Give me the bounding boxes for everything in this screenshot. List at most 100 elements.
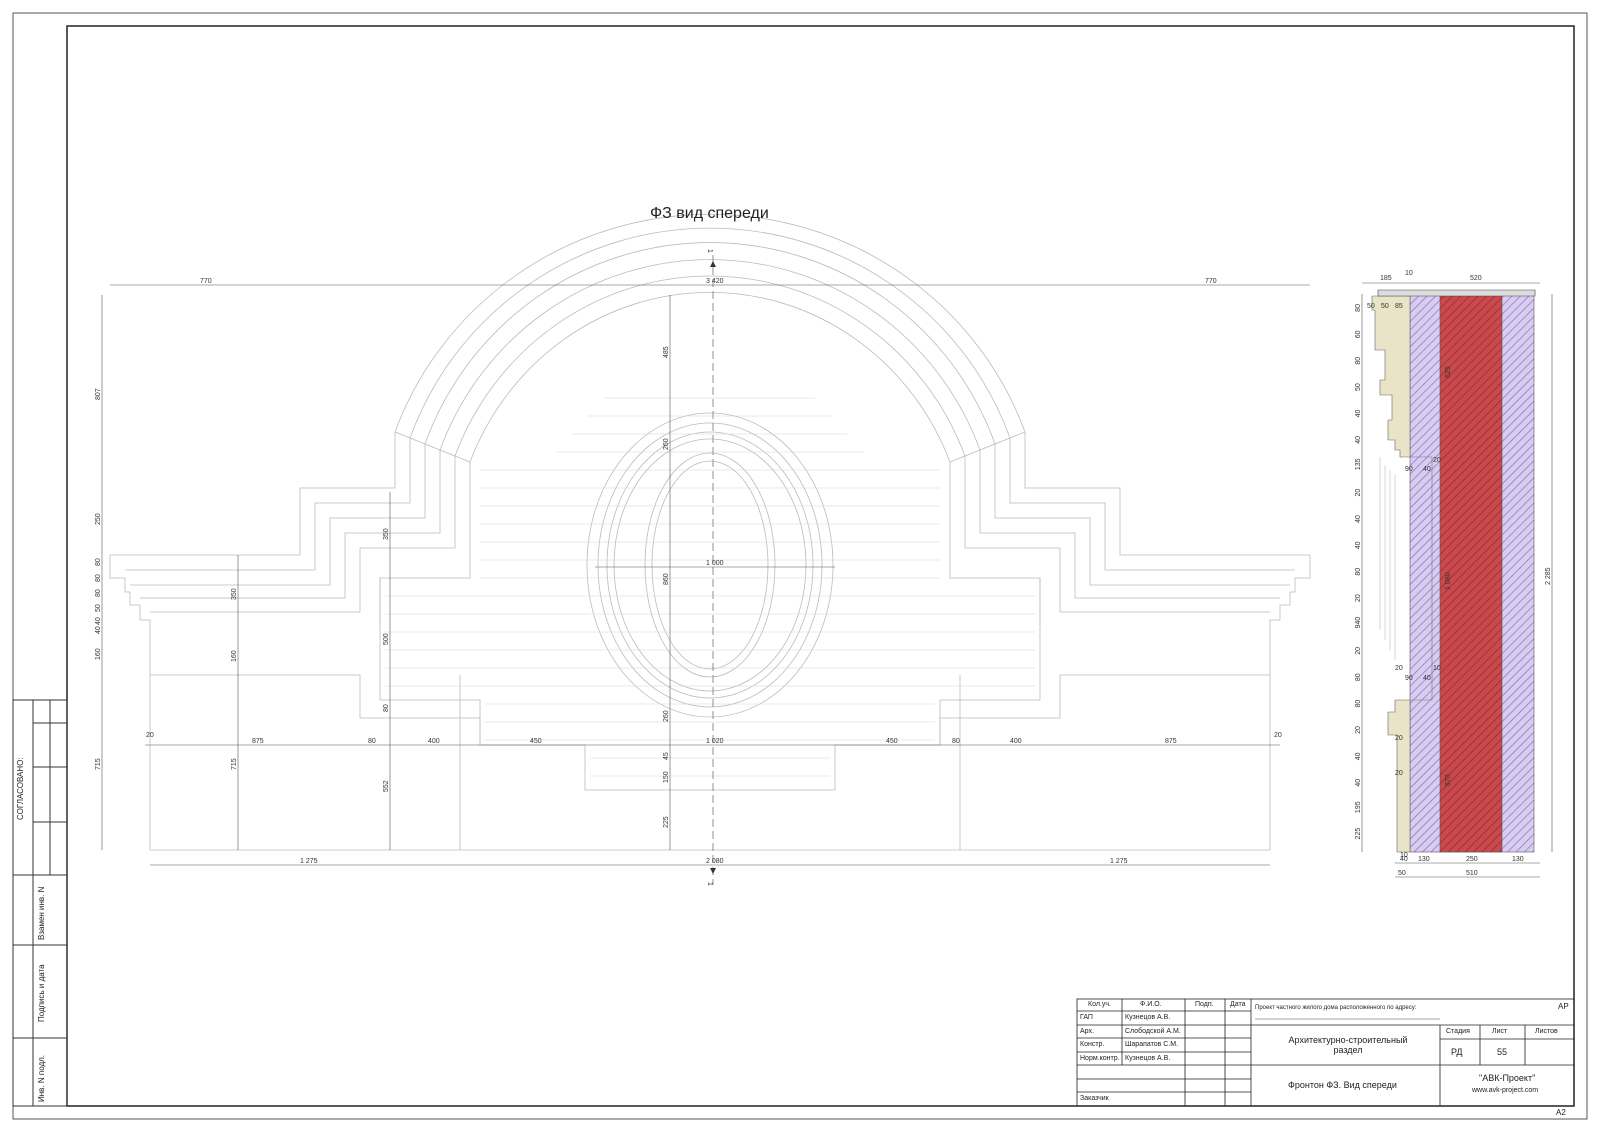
dim-left-v-7: 50 (95, 604, 102, 612)
tb-format: А2 (1556, 1108, 1566, 1117)
tb-stage-header: Стадия (1446, 1028, 1470, 1035)
title-block-grid (1076, 998, 1575, 1107)
side-strip-grid (12, 699, 68, 1107)
inner-frame (66, 25, 1575, 1107)
sec-dim-row-1: 50 (1381, 303, 1389, 310)
tb-role-2: Констр. (1080, 1041, 1105, 1048)
dim-row-3: 400 (428, 738, 440, 745)
tb-code: АР (1558, 1002, 1569, 1011)
dim-inner-v-2: 715 (231, 758, 238, 770)
sec-dim-top-1: 10 (1405, 270, 1413, 277)
tb-header-0: Кол.уч. (1088, 1001, 1111, 1008)
sec-mid-6: 20 (1395, 665, 1403, 672)
tb-header-3: Дата (1230, 1001, 1246, 1008)
tb-sheet-header: Лист (1492, 1028, 1508, 1035)
sec-dim-row-0: 50 (1367, 303, 1375, 310)
section-arrow-bottom (710, 868, 716, 874)
sec-left-v-4: 40 (1355, 409, 1362, 417)
dim-center-v-0: 485 (663, 346, 670, 358)
dim-inner-v-6: 552 (383, 780, 390, 792)
section-brick-core (1439, 293, 1503, 853)
sec-left-v-10: 80 (1355, 568, 1362, 576)
sec-left-v-13: 20 (1355, 647, 1362, 655)
sec-dim-row-2: 85 (1395, 303, 1403, 310)
dim-mid-total: 1 000 (706, 560, 724, 567)
tb-sheets-header: Листов (1535, 1028, 1558, 1035)
tb-project-address: Проект частного жилого дома расположенно… (1255, 1005, 1417, 1011)
inv-orig-label: Инв. N подл. (37, 1054, 46, 1102)
section-cornice-lower (1387, 699, 1411, 853)
tb-website: www.avk-project.com (1472, 1087, 1539, 1094)
tb-name-0: Кузнецов А.В. (1125, 1014, 1171, 1021)
sec-dim-btotal-0: 50 (1398, 870, 1406, 877)
tb-stage: РД (1451, 1047, 1463, 1057)
brick-courses (385, 397, 1035, 777)
dim-inner-v-1: 160 (231, 650, 238, 662)
dim-row-4: 450 (530, 738, 542, 745)
section-left-verticals: 8060805040401352040408020940208080204040… (1355, 304, 1362, 840)
sec-left-v-20: 225 (1355, 828, 1362, 840)
dim-center-v-2: 860 (663, 573, 670, 585)
sec-dim-top-0: 185 (1380, 275, 1392, 282)
section-cap (1377, 289, 1536, 297)
section-view (1371, 289, 1536, 853)
dim-center-v-1: 260 (663, 438, 670, 450)
tb-header-2: Подп. (1195, 1001, 1214, 1008)
tb-role-1: Арх. (1080, 1028, 1094, 1035)
sec-mid-7: 20 (1395, 735, 1403, 742)
tb-customer: Заказчик (1080, 1095, 1109, 1102)
dim-left-v-1: 250 (95, 513, 102, 525)
dim-left-v-9: 715 (95, 758, 102, 770)
dim-row-0: 20 (146, 732, 154, 739)
tb-name-3: Кузнецов А.В. (1125, 1055, 1171, 1062)
sec-mid-1: 40 (1423, 466, 1431, 473)
section-dim-lines (1361, 282, 1553, 878)
sec-left-v-3: 50 (1355, 383, 1362, 391)
outer-frame (12, 12, 1588, 1120)
dim-left-v-0: 807 (95, 388, 102, 400)
dim-left-v-5: 40 (95, 626, 102, 634)
dim-bottom-total: 2 080 (706, 858, 724, 865)
sec-dim-bottom-0: 40 (1400, 856, 1408, 863)
tb-sheet-title: Фронтон ФЗ. Вид спереди (1288, 1080, 1397, 1090)
dim-left-v-4: 80 (95, 589, 102, 597)
sec-dim-top-2: 520 (1470, 275, 1482, 282)
sec-left-v-7: 20 (1355, 489, 1362, 497)
dim-row-9: 20 (1274, 732, 1282, 739)
sec-mid-8: 20 (1395, 770, 1403, 777)
sec-dim-bottom-10: 10 (1400, 852, 1408, 859)
dim-center-v-6: 225 (663, 816, 670, 828)
dim-inner-v-5: 80 (383, 704, 390, 712)
dim-left-v-8: 160 (95, 648, 102, 660)
sec-dim-inner-h: 1 080 (1445, 572, 1452, 590)
section-cornice-upper (1371, 295, 1411, 458)
dim-bottom-right: 1 275 (1110, 858, 1128, 865)
dim-center-v-4: 45 (663, 752, 670, 760)
dim-left-v-3: 80 (95, 574, 102, 582)
tb-header-1: Ф.И.О. (1140, 1001, 1162, 1008)
sec-left-v-1: 60 (1355, 330, 1362, 338)
sec-left-v-14: 80 (1355, 673, 1362, 681)
sec-left-v-8: 40 (1355, 515, 1362, 523)
sec-mid-3: 90 (1405, 675, 1413, 682)
dim-bottom-left: 1 275 (300, 858, 318, 865)
sec-dim-upper: 625 (1445, 366, 1452, 378)
sec-dim-lower: 570 (1445, 774, 1452, 786)
replaced-inv-label: Взамен инв. N (37, 886, 46, 940)
tb-name-2: Шарапатов С.М. (1125, 1041, 1179, 1048)
tb-sheet-no: 55 (1497, 1047, 1508, 1057)
dim-center-v-3: 260 (663, 710, 670, 722)
sec-dim-bottom-3: 130 (1512, 856, 1524, 863)
dim-top-left: 770 (200, 278, 212, 285)
sec-dim-bottom-1: 130 (1418, 856, 1430, 863)
sec-left-v-9: 40 (1355, 541, 1362, 549)
tb-company: "АВК-Проект" (1479, 1073, 1536, 1083)
sec-dim-bottom-2: 250 (1466, 856, 1478, 863)
sec-left-v-18: 40 (1355, 779, 1362, 787)
section-marker-bottom: 1 (706, 882, 713, 886)
dim-inner-v-4: 500 (383, 633, 390, 645)
front-dim-labels: 3 420 770 770 1 000 1 020 2 080 1 275 1 … (95, 278, 1282, 865)
dim-inner-v-3: 350 (383, 528, 390, 540)
dim-row-2: 80 (368, 738, 376, 745)
